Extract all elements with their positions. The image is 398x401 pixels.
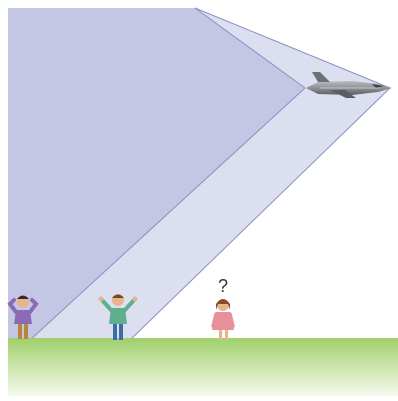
question-mark: ? [218, 276, 228, 296]
ground [8, 338, 398, 396]
person-questioning-icon [212, 299, 234, 340]
